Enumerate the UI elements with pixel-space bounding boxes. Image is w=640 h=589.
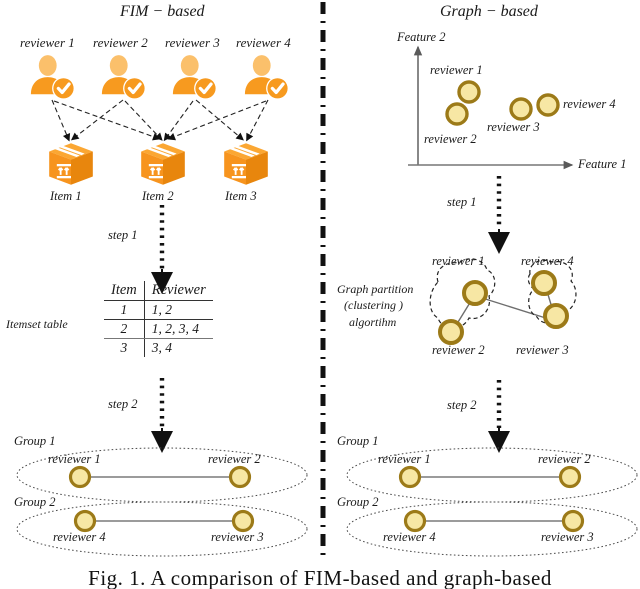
cell-item-1: 1 (104, 300, 145, 320)
axis-y-label: Feature 2 (397, 30, 446, 44)
left-group-1-member-1: reviewer 1 (48, 452, 101, 466)
scatter-point-reviewer-4[interactable] (536, 93, 560, 117)
clustering-caption-line-1: Graph partition (337, 282, 414, 296)
left-group-2-member-2: reviewer 3 (211, 530, 264, 544)
scatter-points (445, 80, 560, 126)
reviewer-3-icon[interactable] (171, 53, 218, 102)
right-group-1-label: Group 1 (337, 434, 379, 448)
table-row[interactable]: 1 1, 2 (104, 300, 213, 320)
clustering-caption-line-3: algortihm (349, 315, 397, 329)
scatter-label-reviewer-1: reviewer 1 (430, 63, 483, 77)
scatter-axes (408, 45, 574, 170)
item-2-label: Item 2 (142, 189, 174, 203)
item-2-icon[interactable] (140, 142, 186, 186)
scatter-label-reviewer-4: reviewer 4 (563, 97, 616, 111)
right-group-1-member-2: reviewer 2 (538, 452, 591, 466)
reviewer-4-label: reviewer 4 (236, 35, 291, 50)
cell-reviewers-1: 1, 2 (144, 300, 213, 320)
left-step2-label: step 2 (108, 397, 138, 411)
right-group-2-label: Group 2 (337, 495, 379, 509)
scatter-label-reviewer-2: reviewer 2 (424, 132, 477, 146)
cell-item-3: 3 (104, 338, 145, 357)
itemset-table-caption: Itemset table (6, 317, 68, 331)
item-icon-group (48, 142, 269, 186)
left-group-2-label: Group 2 (14, 495, 56, 509)
scatter-point-reviewer-3[interactable] (509, 97, 533, 121)
left-group-1-member-2: reviewer 2 (208, 452, 261, 466)
cluster-graph (429, 258, 577, 345)
scatter-label-reviewer-3: reviewer 3 (487, 120, 540, 134)
left-group-2 (16, 501, 308, 557)
itemset-table: Item Reviewer 1 1, 2 2 1, 2, 3, 4 3 3, 4 (104, 281, 213, 357)
reviewer-icon-group-left (29, 53, 290, 102)
item-1-label: Item 1 (50, 189, 82, 203)
left-group-1-label: Group 1 (14, 434, 56, 448)
reviewer-1-label: reviewer 1 (20, 35, 75, 50)
cluster-node-reviewer-2[interactable] (438, 319, 464, 345)
reviewer-1-icon[interactable] (29, 53, 76, 102)
right-group-2-member-1: reviewer 4 (383, 530, 436, 544)
group1-node-reviewer-2[interactable] (228, 465, 252, 489)
right-group-1 (346, 447, 638, 503)
bipartite-edges (51, 99, 269, 142)
cell-reviewers-2: 1, 2, 3, 4 (144, 319, 213, 339)
table-row[interactable]: 3 3, 4 (104, 338, 213, 357)
cluster-label-reviewer-3: reviewer 3 (516, 343, 569, 357)
table-header-item: Item (104, 281, 145, 301)
cluster-label-reviewer-2: reviewer 2 (432, 343, 485, 357)
reviewer-4-icon[interactable] (243, 53, 290, 102)
group1-node-reviewer-1[interactable] (68, 465, 92, 489)
group2-node-reviewer-3[interactable] (231, 509, 255, 533)
reviewer-2-label: reviewer 2 (93, 35, 148, 50)
cluster-node-reviewer-3[interactable] (543, 303, 569, 329)
cluster-blob-1 (429, 258, 496, 329)
cluster-label-reviewer-1: reviewer 1 (432, 254, 485, 268)
right-group-1-member-1: reviewer 1 (378, 452, 431, 466)
cluster-node-reviewer-1[interactable] (462, 280, 488, 306)
right-step2-label: step 2 (447, 398, 477, 412)
left-step1-label: step 1 (108, 228, 138, 242)
cell-item-2: 2 (104, 319, 145, 339)
figure-caption: Fig. 1. A comparison of FIM-based and gr… (88, 566, 552, 589)
right-group-2 (346, 501, 638, 557)
rgroup1-node-reviewer-1[interactable] (398, 465, 422, 489)
right-group-2-member-2: reviewer 3 (541, 530, 594, 544)
clustering-caption-line-2: (clustering ) (344, 298, 403, 312)
item-3-icon[interactable] (223, 142, 269, 186)
item-3-label: Item 3 (225, 189, 257, 203)
table-header-row: Item Reviewer (104, 281, 213, 301)
rgroup2-node-reviewer-4[interactable] (403, 509, 427, 533)
left-panel-title: FIM − based (120, 3, 205, 20)
group2-node-reviewer-4[interactable] (73, 509, 97, 533)
rgroup1-node-reviewer-2[interactable] (558, 465, 582, 489)
scatter-point-reviewer-1[interactable] (457, 80, 481, 104)
left-group-1 (16, 447, 308, 503)
item-1-icon[interactable] (48, 142, 94, 186)
table-header-reviewer: Reviewer (144, 281, 213, 301)
right-panel-title: Graph − based (440, 3, 538, 20)
cluster-node-reviewer-4[interactable] (531, 270, 557, 296)
reviewer-3-label: reviewer 3 (165, 35, 220, 50)
rgroup2-node-reviewer-3[interactable] (561, 509, 585, 533)
right-step1-label: step 1 (447, 195, 477, 209)
table-row[interactable]: 2 1, 2, 3, 4 (104, 319, 213, 339)
reviewer-2-icon[interactable] (100, 53, 147, 102)
left-group-2-member-1: reviewer 4 (53, 530, 106, 544)
scatter-point-reviewer-2[interactable] (445, 102, 469, 126)
cluster-label-reviewer-4: reviewer 4 (521, 254, 574, 268)
cell-reviewers-3: 3, 4 (151, 340, 173, 355)
axis-x-label: Feature 1 (578, 157, 627, 171)
